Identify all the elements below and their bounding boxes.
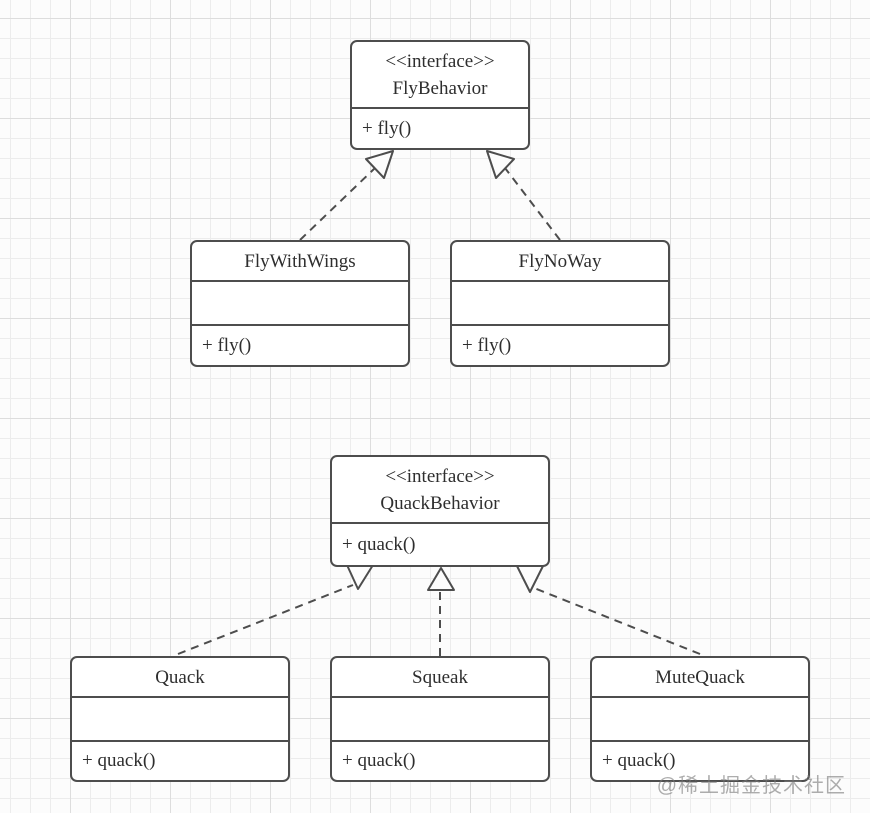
realization-arrow-flywithwings-flybehavior bbox=[299, 150, 394, 241]
class-flywithwings: FlyWithWings + fly() bbox=[190, 240, 410, 367]
class-attributes-empty bbox=[192, 280, 408, 324]
interface-stereotype: <<interface>> bbox=[385, 50, 495, 72]
realization-arrow-quack-quackbehavior bbox=[177, 564, 374, 655]
interface-name: FlyBehavior bbox=[392, 77, 488, 99]
class-quack: Quack + quack() bbox=[70, 656, 290, 782]
class-method: + fly() bbox=[192, 324, 408, 365]
class-attributes-empty bbox=[452, 280, 668, 324]
interface-title: <<interface>> FlyBehavior bbox=[352, 42, 528, 107]
interface-name: QuackBehavior bbox=[380, 492, 500, 514]
class-method: + quack() bbox=[332, 740, 548, 780]
class-attributes-empty bbox=[592, 696, 808, 740]
class-method: + quack() bbox=[72, 740, 288, 780]
realization-arrow-squeak-quackbehavior bbox=[427, 567, 455, 656]
interface-method: + quack() bbox=[332, 522, 548, 565]
class-method: + quack() bbox=[592, 740, 808, 780]
class-flynoway: FlyNoWay + fly() bbox=[450, 240, 670, 367]
class-squeak: Squeak + quack() bbox=[330, 656, 550, 782]
interface-title: <<interface>> QuackBehavior bbox=[332, 457, 548, 522]
interface-flybehavior: <<interface>> FlyBehavior + fly() bbox=[350, 40, 530, 150]
class-method: + fly() bbox=[452, 324, 668, 365]
interface-quackbehavior: <<interface>> QuackBehavior + quack() bbox=[330, 455, 550, 567]
class-name: FlyNoWay bbox=[518, 250, 602, 272]
class-mutequack: MuteQuack + quack() bbox=[590, 656, 810, 782]
realization-arrow-flynoway-flybehavior bbox=[486, 150, 561, 241]
class-name: FlyWithWings bbox=[244, 250, 356, 272]
interface-method: + fly() bbox=[352, 107, 528, 148]
class-attributes-empty bbox=[332, 696, 548, 740]
realization-arrow-mutequack-quackbehavior bbox=[516, 565, 701, 655]
interface-stereotype: <<interface>> bbox=[385, 465, 495, 487]
class-name: MuteQuack bbox=[655, 666, 745, 688]
class-name: Squeak bbox=[412, 666, 468, 688]
class-attributes-empty bbox=[72, 696, 288, 740]
class-name: Quack bbox=[155, 666, 205, 688]
